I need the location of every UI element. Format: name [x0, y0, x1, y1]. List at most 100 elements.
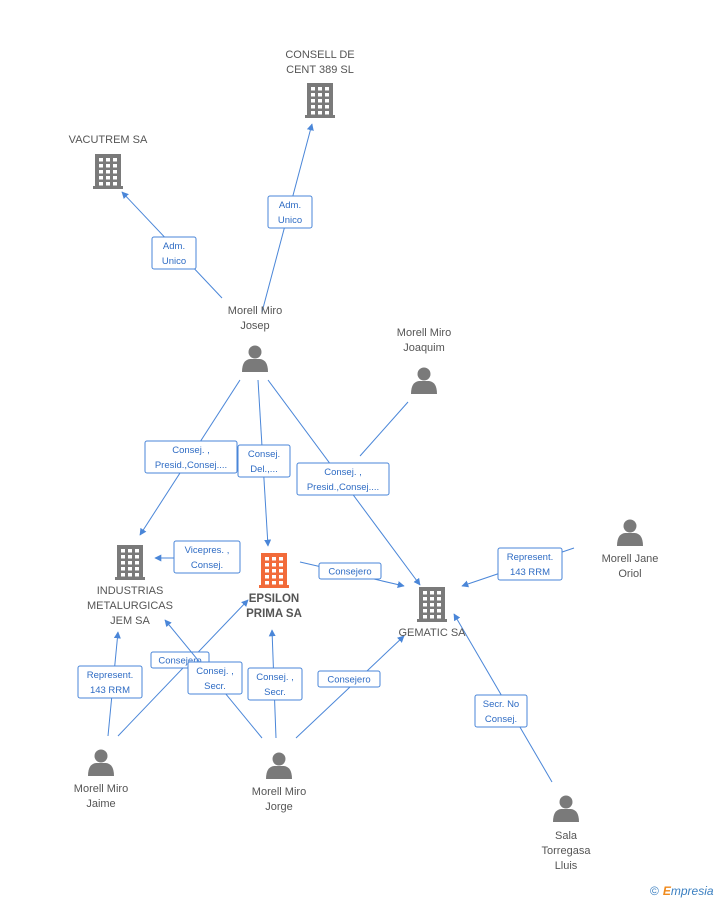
- person-icon: [553, 795, 579, 822]
- building-icon: [417, 587, 447, 622]
- building-window: [423, 603, 427, 607]
- edge-label[interactable]: Consejero: [317, 670, 381, 688]
- building-window: [272, 581, 276, 585]
- building-window: [121, 573, 125, 577]
- person-body: [266, 766, 292, 779]
- building-window: [430, 597, 434, 601]
- node-label: GEMATIC SA: [398, 627, 466, 639]
- edge-label-box: [77, 665, 143, 699]
- edge-label-box: [296, 462, 390, 496]
- building-window: [128, 555, 132, 559]
- edge-4: Consej. ,Presid.,Consej....: [267, 379, 421, 586]
- building-base: [93, 186, 123, 189]
- node-label: Oriol: [618, 568, 641, 580]
- edge-label-text: Consejero: [158, 656, 201, 667]
- building-window: [135, 573, 139, 577]
- edge-label-text: Secr.: [204, 681, 226, 692]
- building-window: [128, 573, 132, 577]
- building-window: [113, 176, 117, 180]
- edge-label-box: [474, 694, 528, 728]
- building-icon: [115, 545, 145, 580]
- edge-label-text: Presid.,Consej....: [155, 460, 227, 471]
- edge-label-text: Del.,...: [250, 464, 277, 475]
- edge-label-text: Unico: [162, 256, 186, 267]
- building-window: [430, 615, 434, 619]
- edge-label[interactable]: Vicepres. ,Consej.: [173, 540, 241, 574]
- building-window: [99, 182, 103, 186]
- building-window: [106, 176, 110, 180]
- building-window: [311, 111, 315, 115]
- building-window: [311, 99, 315, 103]
- node-label: Torregasa: [542, 845, 592, 857]
- node-gematic[interactable]: GEMATIC SA: [398, 587, 466, 639]
- edge-5: Vicepres. ,Consej.: [154, 540, 241, 574]
- building-base: [115, 577, 145, 580]
- edge-label-text: 143 RRM: [510, 567, 550, 578]
- brand-initial: E: [662, 884, 671, 898]
- node-label: Lluis: [555, 860, 578, 872]
- building-window: [423, 609, 427, 613]
- building-window: [121, 561, 125, 565]
- building-window: [311, 87, 315, 91]
- person-head: [623, 519, 637, 533]
- building-window: [325, 93, 329, 97]
- edge-label-box: [151, 236, 197, 270]
- building-window: [135, 549, 139, 553]
- copyright-symbol: ©: [650, 884, 659, 898]
- building-window: [318, 105, 322, 109]
- edge-2: Consej. ,Presid.,Consej....: [139, 379, 241, 536]
- building-window: [272, 569, 276, 573]
- edge-label[interactable]: Consejero: [318, 562, 382, 580]
- building-window: [311, 105, 315, 109]
- edge-label[interactable]: Consej. ,Presid.,Consej....: [296, 462, 390, 496]
- brand-name: mpresia: [670, 884, 714, 898]
- building-window: [272, 557, 276, 561]
- edge-label[interactable]: Represent. 143 RRM: [497, 547, 563, 581]
- edge-label-text: Represent.: [507, 552, 553, 563]
- building-window: [128, 561, 132, 565]
- node-label: Jorge: [265, 801, 293, 813]
- empresia-logo[interactable]: ©Empresia: [650, 884, 714, 898]
- person-head: [559, 795, 573, 809]
- edge-label-text: Consej. ,: [196, 666, 234, 677]
- building-window: [437, 597, 441, 601]
- building-window: [318, 111, 322, 115]
- edge-label[interactable]: Adm. Unico: [151, 236, 197, 270]
- edge-label-text: Consejero: [327, 675, 370, 686]
- edge-label-box: [144, 440, 238, 474]
- building-window: [423, 597, 427, 601]
- building-window: [437, 615, 441, 619]
- node-vacutrem[interactable]: VACUTREM SA: [69, 134, 148, 189]
- building-window: [430, 609, 434, 613]
- edge-label-text: Represent.: [87, 670, 133, 681]
- edge-label[interactable]: Consej. , Secr.: [187, 661, 243, 695]
- edge-label[interactable]: Consej. ,Presid.,Consej....: [144, 440, 238, 474]
- edge-label[interactable]: Adm.Unico: [267, 195, 313, 229]
- person-body: [617, 533, 643, 546]
- person-icon: [266, 752, 292, 779]
- edge-12: Consejero: [295, 635, 405, 739]
- edge-0: Adm.Unico: [261, 123, 314, 313]
- person-icon: [617, 519, 643, 546]
- building-window: [318, 93, 322, 97]
- edge-label-text: Adm.: [163, 241, 185, 252]
- edge-label-text: Adm.: [279, 200, 301, 211]
- edge-label[interactable]: Consej. ,Secr.: [247, 667, 303, 701]
- building-window: [265, 557, 269, 561]
- building-window: [265, 575, 269, 579]
- edge-label[interactable]: Consej.Del.,...: [237, 444, 291, 478]
- building-window: [437, 609, 441, 613]
- building-window: [135, 567, 139, 571]
- edge-label[interactable]: Represent.143 RRM: [77, 665, 143, 699]
